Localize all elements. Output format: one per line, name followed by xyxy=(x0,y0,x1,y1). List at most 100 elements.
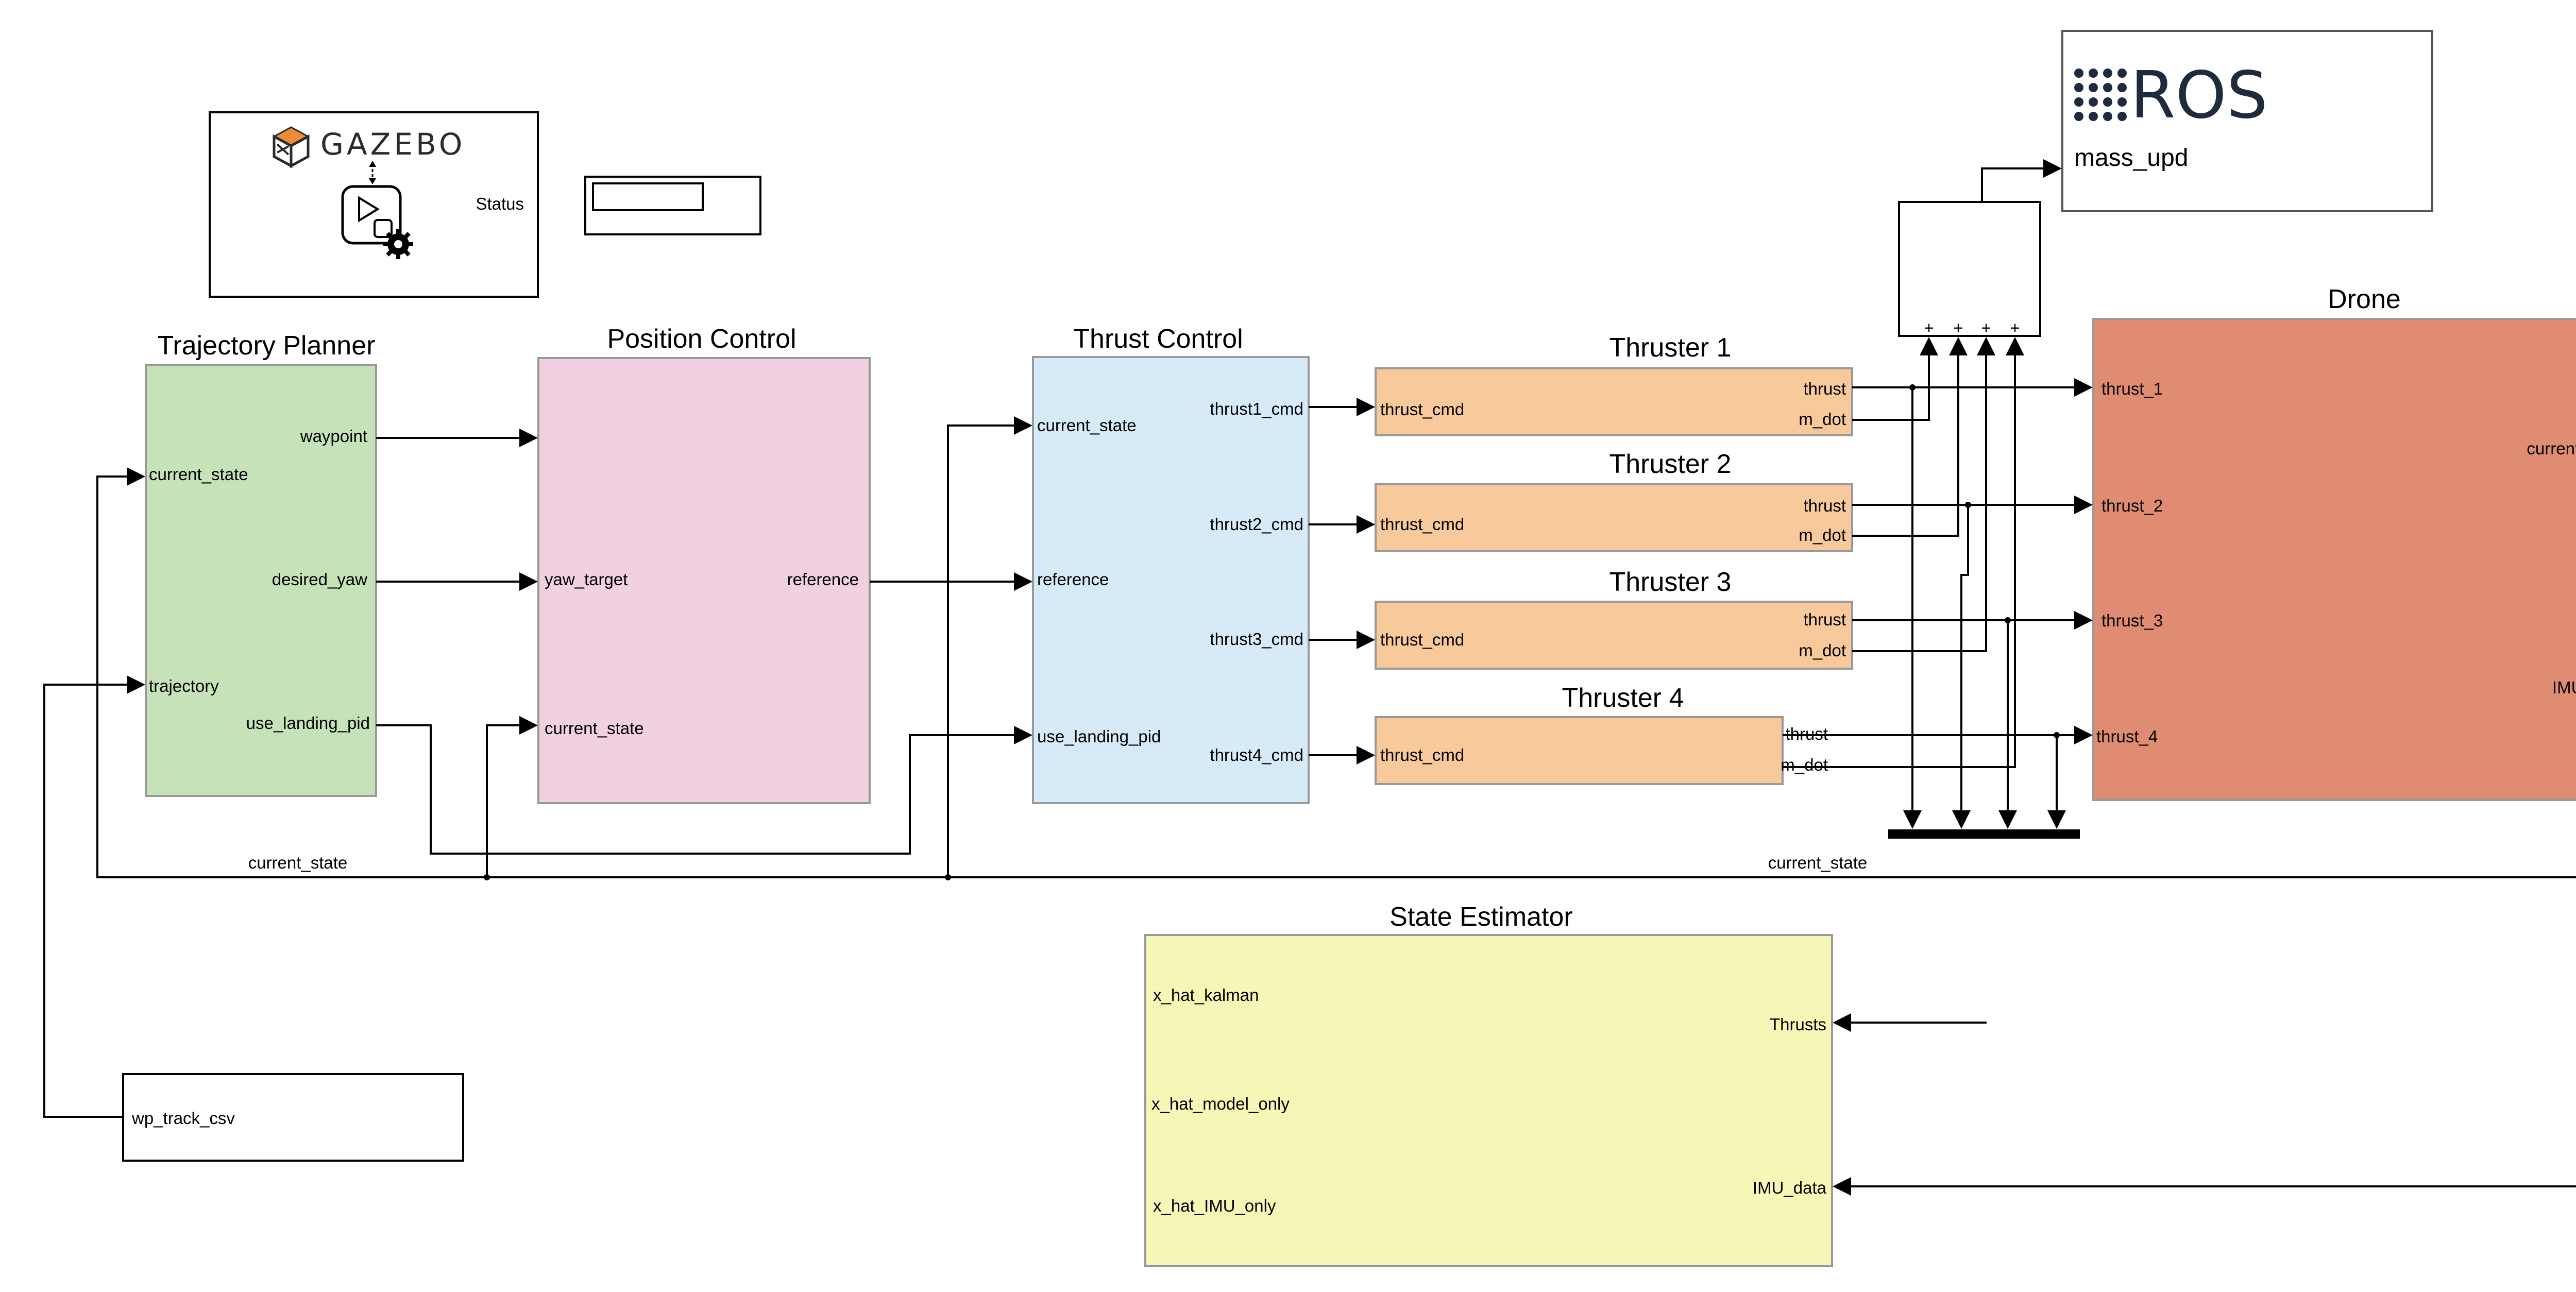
thruster-1-title: Thruster 1 xyxy=(1609,333,1732,363)
se-out-x-hat-model-only: x_hat_model_only xyxy=(1151,1094,1290,1113)
drone-in-thrust-1: thrust_1 xyxy=(2102,379,2163,398)
thruster-4-title: Thruster 4 xyxy=(1562,683,1684,713)
drone-in-thrust-4: thrust_4 xyxy=(2096,727,2158,746)
wire-current-state-to-tc[interactable] xyxy=(947,416,1032,877)
thruster-3-title: Thruster 3 xyxy=(1609,567,1732,597)
mass-sum-block[interactable]: + + + + xyxy=(1898,201,2041,337)
wire-mdot-2[interactable] xyxy=(1852,337,1968,537)
wire-wp-track[interactable] xyxy=(43,675,145,1118)
thruster-2-in: thrust_cmd xyxy=(1380,515,1464,534)
signal-lines xyxy=(43,159,2576,1196)
gazebo-block[interactable]: GAZEBO Status xyxy=(209,111,539,298)
thrust-control-title: Thrust Control xyxy=(1073,324,1243,354)
junction-dot xyxy=(484,874,490,880)
gazebo-status-port: Status xyxy=(476,194,524,213)
state-estimator-body xyxy=(1144,934,1833,1267)
wire-mdot-4[interactable] xyxy=(1783,337,2024,768)
thruster-4-out-mdot: m_dot xyxy=(1781,755,1828,774)
waypoint-source-label: wp_track_csv xyxy=(131,1109,235,1128)
position-control-body xyxy=(537,357,871,804)
tp-in-current-state: current_state xyxy=(149,465,248,484)
wire-mass-upd[interactable] xyxy=(1981,159,2062,202)
tc-in-use-landing-pid: use_landing_pid xyxy=(1037,727,1161,746)
tc-in-reference: reference xyxy=(1037,570,1109,589)
drone-block[interactable]: Drone thrust_1 thrust_2 thrust_3 thrust_… xyxy=(2092,284,2576,801)
trajectory-planner-body xyxy=(145,364,377,797)
pc-in-current-state: current_state xyxy=(545,719,644,738)
se-in-thrusts: Thrusts xyxy=(1770,1015,1826,1034)
thruster-3-body xyxy=(1375,601,1853,670)
se-in-imu-data: IMU_data xyxy=(1753,1178,1827,1197)
ros-block-label: mass_upd xyxy=(2074,144,2188,172)
wire-use-landing-pid[interactable] xyxy=(376,724,1032,855)
drone-body xyxy=(2092,318,2576,801)
thrust-control-body xyxy=(1032,356,1310,804)
drone-out-current-state: current_state xyxy=(2527,439,2576,458)
thruster-2-out-mdot: m_dot xyxy=(1799,525,1846,545)
drone-in-thrust-2: thrust_2 xyxy=(2102,496,2163,515)
thruster-2-block[interactable]: Thruster 2 thrust_cmd thrust m_dot xyxy=(1375,449,1853,552)
wire-current-state-to-pc[interactable] xyxy=(486,716,538,877)
position-control-block[interactable]: Position Control yaw_target current_stat… xyxy=(537,324,871,804)
thrust-control-block[interactable]: Thrust Control current_state reference u… xyxy=(1032,324,1310,804)
gazebo-logo-text: GAZEBO xyxy=(320,127,465,162)
trajectory-planner-block[interactable]: Trajectory Planner current_state traject… xyxy=(145,331,377,797)
tp-out-desired-yaw: desired_yaw xyxy=(272,570,367,589)
thruster-3-out-mdot: m_dot xyxy=(1799,641,1846,660)
junction-dot xyxy=(2054,732,2060,738)
thruster-1-block[interactable]: Thruster 1 thrust_cmd thrust m_dot xyxy=(1375,333,1853,436)
drone-out-imu-data: IMU_data xyxy=(2552,678,2576,697)
drone-in-thrust-3: thrust_3 xyxy=(2102,611,2163,630)
tc-out-thrust3-cmd: thrust3_cmd xyxy=(1210,630,1303,649)
junction-dot xyxy=(945,874,951,880)
thruster-3-block[interactable]: Thruster 3 thrust_cmd thrust m_dot xyxy=(1375,567,1853,670)
sum-sign-1: + xyxy=(1924,318,1934,337)
sum-sign-3: + xyxy=(1981,318,1991,337)
gazebo-link-arrow-icon xyxy=(369,161,376,184)
thruster-4-body xyxy=(1375,716,1784,785)
thruster-2-title: Thruster 2 xyxy=(1609,449,1732,479)
thruster-4-in: thrust_cmd xyxy=(1380,745,1464,764)
pc-in-yaw-target: yaw_target xyxy=(545,570,628,589)
signal-label-current-state-right: current_state xyxy=(1768,853,1868,872)
wire-thrust2-bus-tap[interactable] xyxy=(1952,505,1971,829)
state-estimator-title: State Estimator xyxy=(1389,902,1572,932)
wire-mdot-1[interactable] xyxy=(1852,337,1938,421)
thruster-2-body xyxy=(1375,483,1853,552)
signal-label-current-state-left: current_state xyxy=(248,853,348,872)
thruster-3-in: thrust_cmd xyxy=(1380,630,1464,649)
tc-out-thrust4-cmd: thrust4_cmd xyxy=(1210,745,1303,764)
thruster-4-block[interactable]: Thruster 4 thrust_cmd thrust m_dot xyxy=(1375,683,1828,785)
play-settings-icon xyxy=(341,185,413,259)
thruster-3-out-thrust: thrust xyxy=(1803,610,1846,629)
ros-logo-text: ROS xyxy=(2130,57,2268,133)
wire-current-state-feedback[interactable] xyxy=(96,446,2576,878)
drone-title: Drone xyxy=(2328,284,2401,314)
sum-sign-4: + xyxy=(2010,318,2020,337)
waypoint-source-block[interactable]: wp_track_csv xyxy=(122,1073,464,1162)
thrust-bus-bar xyxy=(1888,829,2080,839)
tp-out-waypoint: waypoint xyxy=(300,427,367,446)
se-out-x-hat-imu-only: x_hat_IMU_only xyxy=(1153,1196,1276,1215)
junction-dot xyxy=(1965,502,1971,508)
thruster-1-out-mdot: m_dot xyxy=(1799,410,1846,429)
pc-out-reference: reference xyxy=(787,570,859,589)
status-display[interactable] xyxy=(584,176,761,235)
thruster-1-body xyxy=(1375,367,1853,436)
ros-block[interactable]: ROS mass_upd xyxy=(2061,30,2433,212)
gazebo-logo-icon xyxy=(272,126,310,168)
thruster-4-out-thrust: thrust xyxy=(1785,724,1828,743)
tc-out-thrust2-cmd: thrust2_cmd xyxy=(1210,515,1303,534)
position-control-title: Position Control xyxy=(607,324,796,354)
wire-mdot-3[interactable] xyxy=(1852,337,1995,652)
wire-imu-data[interactable] xyxy=(1833,686,2576,1196)
tc-in-current-state: current_state xyxy=(1037,416,1137,435)
junction-dot xyxy=(1909,384,1916,390)
tp-out-use-landing-pid: use_landing_pid xyxy=(246,713,370,733)
state-estimator-block[interactable]: State Estimator x_hat_kalman x_hat_model… xyxy=(1144,902,1833,1267)
thruster-1-out-thrust: thrust xyxy=(1803,379,1846,398)
sum-sign-2: + xyxy=(1953,318,1963,337)
tp-in-trajectory: trajectory xyxy=(149,676,219,695)
